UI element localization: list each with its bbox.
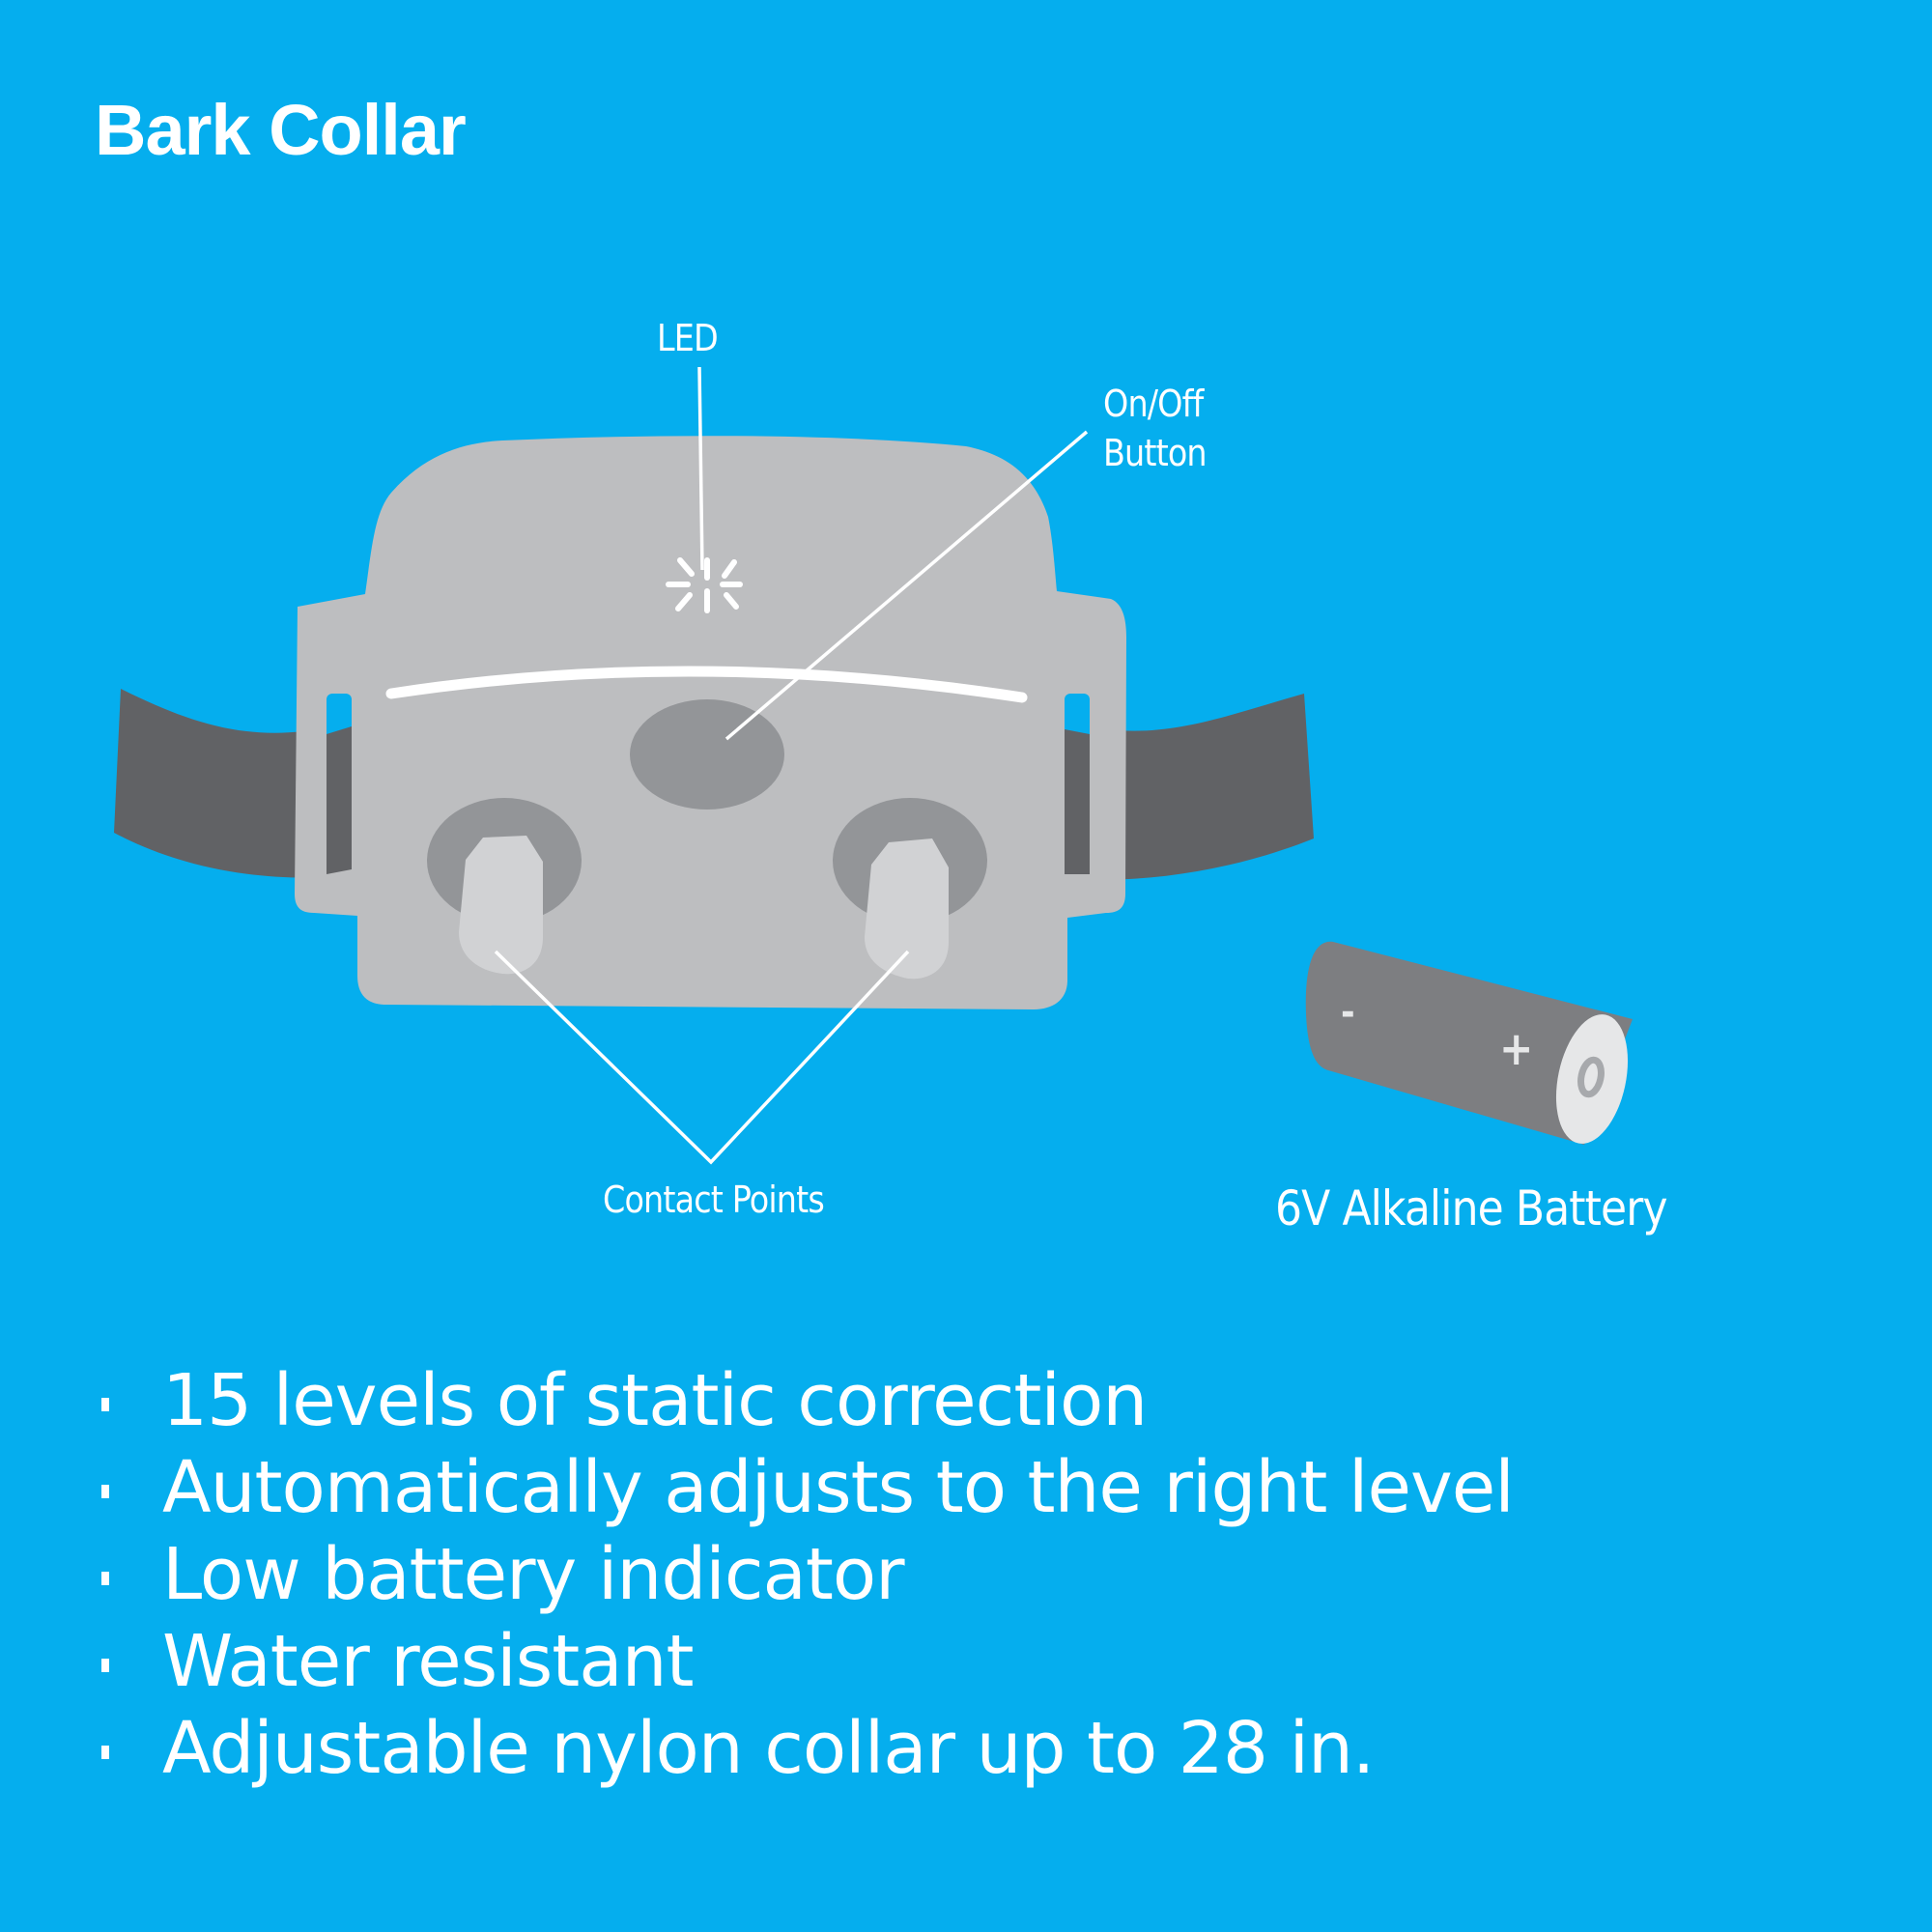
battery-plus-sign: + [1499, 1022, 1533, 1076]
contact-point-right [833, 798, 987, 980]
bullet-icon [101, 1659, 109, 1672]
bullet-icon [101, 1572, 109, 1585]
led-icon [666, 557, 743, 613]
led-label: LED [657, 317, 719, 359]
battery-icon [1305, 941, 1633, 1145]
contact-point-left [427, 798, 582, 975]
feature-list: 15 levels of static correction Automatic… [97, 1357, 1515, 1792]
battery-minus-sign: - [1341, 990, 1355, 1035]
page-title: Bark Collar [95, 90, 467, 170]
callout-lines [494, 366, 1089, 1165]
feature-item: Adjustable nylon collar up to 28 in. [97, 1705, 1514, 1792]
feature-item: Automatically adjusts to the right level [97, 1444, 1515, 1531]
bullet-icon [101, 1485, 109, 1498]
battery-label: 6V Alkaline Battery [1275, 1180, 1667, 1236]
divider-line [385, 666, 1028, 703]
on-off-label-line1: On/Off [1103, 383, 1204, 425]
feature-item: 15 levels of static correction [97, 1357, 1514, 1444]
bullet-icon [101, 1398, 109, 1411]
on-off-label-line2: Button [1103, 432, 1208, 474]
feature-item: Water resistant [97, 1618, 1514, 1705]
feature-item: Low battery indicator [97, 1531, 1514, 1618]
contact-points-label: Contact Points [603, 1179, 825, 1221]
on-off-button-shape [630, 699, 784, 810]
bullet-icon [101, 1746, 109, 1759]
